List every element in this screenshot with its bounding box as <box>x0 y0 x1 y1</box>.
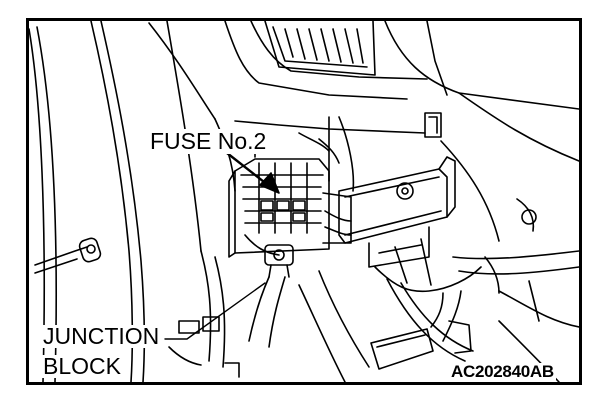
steering-column <box>374 198 579 362</box>
fuse-label: FUSE No.2 <box>148 128 269 154</box>
steering-column-bracket <box>338 156 456 268</box>
diagram-frame: FUSE No.2 JUNCTION BLOCK AC202840AB <box>26 18 582 385</box>
connector-and-harness <box>168 244 294 378</box>
junction-block-label-line-1: JUNCTION <box>41 323 162 349</box>
dashboard-line-drawing <box>29 21 579 382</box>
brake-pedal <box>370 290 472 370</box>
junction-block-leader <box>164 282 266 340</box>
figure-code: AC202840AB <box>449 362 556 381</box>
door-latch <box>34 237 102 274</box>
dashboard-top <box>148 21 579 162</box>
junction-block <box>228 132 352 258</box>
air-vent <box>264 21 376 76</box>
fuse-arrow <box>225 151 280 194</box>
junction-block-label-line-2: BLOCK <box>41 353 123 379</box>
